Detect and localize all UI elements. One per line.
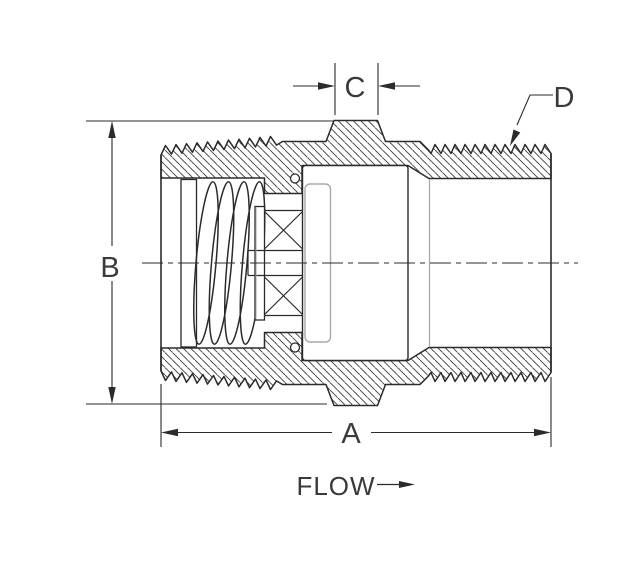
- piston-body: [301, 164, 409, 362]
- dim-a-arrow-right-icon: [534, 428, 551, 437]
- dim-a-label: A: [341, 418, 361, 450]
- body-top-wall-outline: [160, 119, 552, 195]
- callout-d-leader: [516, 94, 553, 126]
- dim-a-arrow-left-icon: [161, 428, 178, 437]
- dimension-b: [86, 120, 333, 405]
- dim-c-arrow-right-icon: [318, 82, 335, 90]
- dim-b-arrow-up-icon: [108, 121, 116, 138]
- dim-b-arrow-down-icon: [108, 387, 116, 404]
- dim-c-label: C: [345, 72, 366, 104]
- dim-b-label: B: [100, 252, 119, 284]
- dimension-a: [160, 377, 552, 447]
- dimension-c: [293, 63, 420, 115]
- piston: [301, 164, 409, 362]
- callout-d: [510, 94, 553, 146]
- flow-arrow-icon: [399, 481, 415, 488]
- poppet-stem: [247, 249, 303, 277]
- callout-d-label: D: [554, 82, 575, 114]
- body-bottom-wall-outline: [160, 331, 552, 407]
- spring-wire-end-bottom: [289, 342, 301, 353]
- coil-spring: [193, 181, 266, 345]
- flow-annotation: FLOW: [296, 471, 415, 501]
- spring-assembly: [180, 173, 301, 353]
- spring-wire-end-top: [289, 173, 301, 184]
- callout-d-arrow-icon: [510, 129, 521, 146]
- dim-c-arrow-left-icon: [378, 82, 395, 90]
- poppet-cone-lines: [264, 209, 303, 317]
- body-bottom-wall-hatch: [161, 332, 551, 406]
- flow-label: FLOW: [296, 471, 375, 501]
- body-top-wall-hatch: [161, 120, 551, 194]
